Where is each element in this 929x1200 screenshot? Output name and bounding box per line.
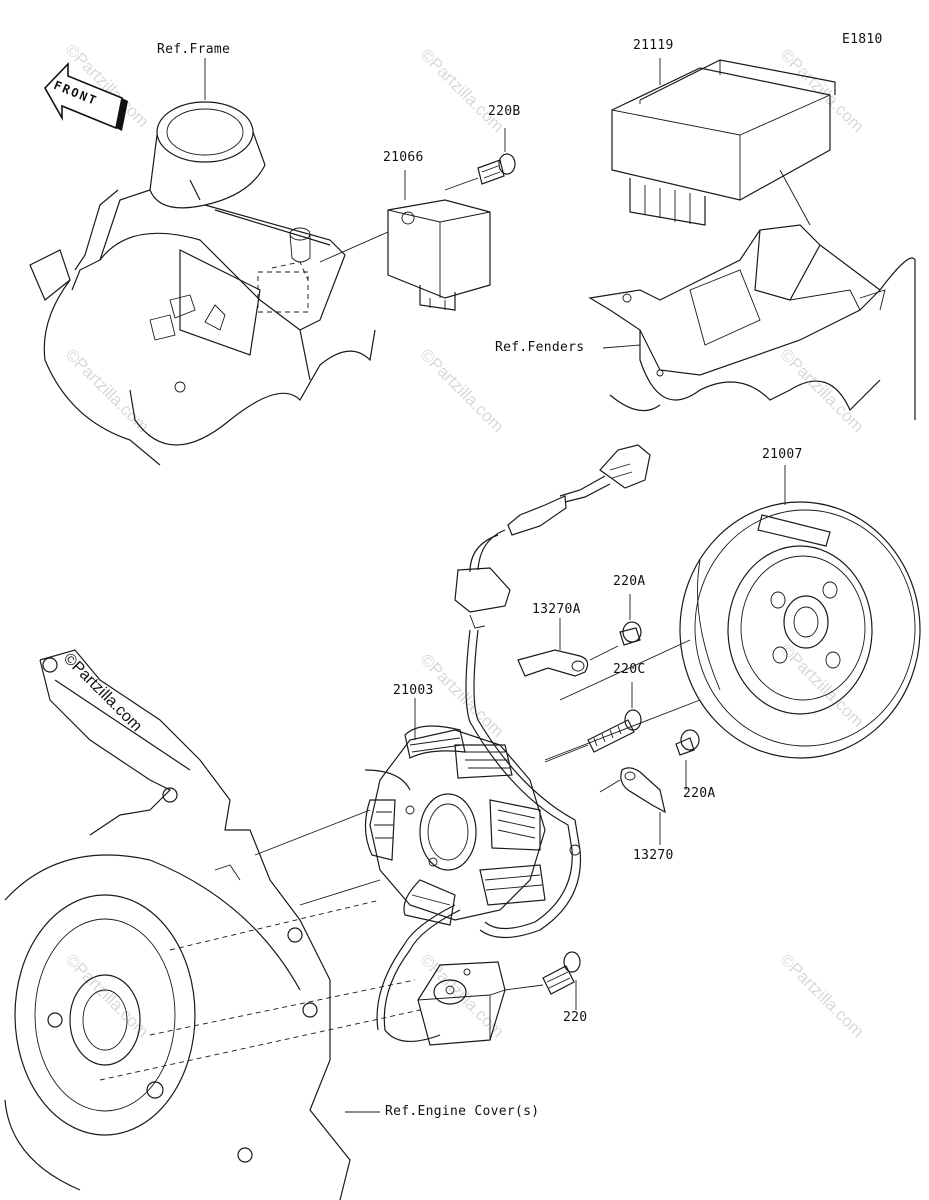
bolt-220a-top (619, 621, 642, 646)
ref-fenders-label: Ref.Fenders (495, 340, 585, 355)
part-label-21003: 21003 (393, 683, 434, 698)
ref-engine-cover-label: Ref.Engine Cover(s) (385, 1104, 540, 1119)
pickup-coil (417, 961, 506, 1046)
ref-frame-label: Ref.Frame (157, 42, 231, 57)
part-label-220b: 220B (488, 104, 521, 119)
relay-21066 (387, 199, 491, 311)
part-label-220c: 220C (613, 662, 646, 677)
bolt-220a-right (675, 729, 700, 756)
front-arrow-icon (44, 62, 128, 131)
part-label-220: 220 (563, 1010, 588, 1025)
flywheel-21007 (679, 501, 921, 759)
stator-21003 (364, 725, 546, 926)
fenders-assembly (588, 224, 916, 420)
engine-cover (4, 649, 351, 1200)
clamp-13270 (620, 767, 666, 814)
part-label-13270a: 13270A (532, 602, 581, 617)
part-label-21007: 21007 (762, 447, 803, 462)
part-label-21066: 21066 (383, 150, 424, 165)
clamp-13270a (517, 649, 589, 677)
frame-assembly (29, 101, 376, 466)
regulator-21119 (611, 59, 836, 226)
part-label-21119: 21119 (633, 38, 674, 53)
wiring-harness (376, 444, 651, 1042)
bolt-220c (587, 709, 642, 753)
bolt-220b (477, 153, 516, 185)
bolt-220 (542, 951, 581, 995)
part-label-220a-top: 220A (613, 574, 646, 589)
diagram-code: E1810 (842, 32, 883, 47)
assembly-centerlines (99, 639, 701, 1081)
part-label-220a-right: 220A (683, 786, 716, 801)
part-label-13270: 13270 (633, 848, 674, 863)
